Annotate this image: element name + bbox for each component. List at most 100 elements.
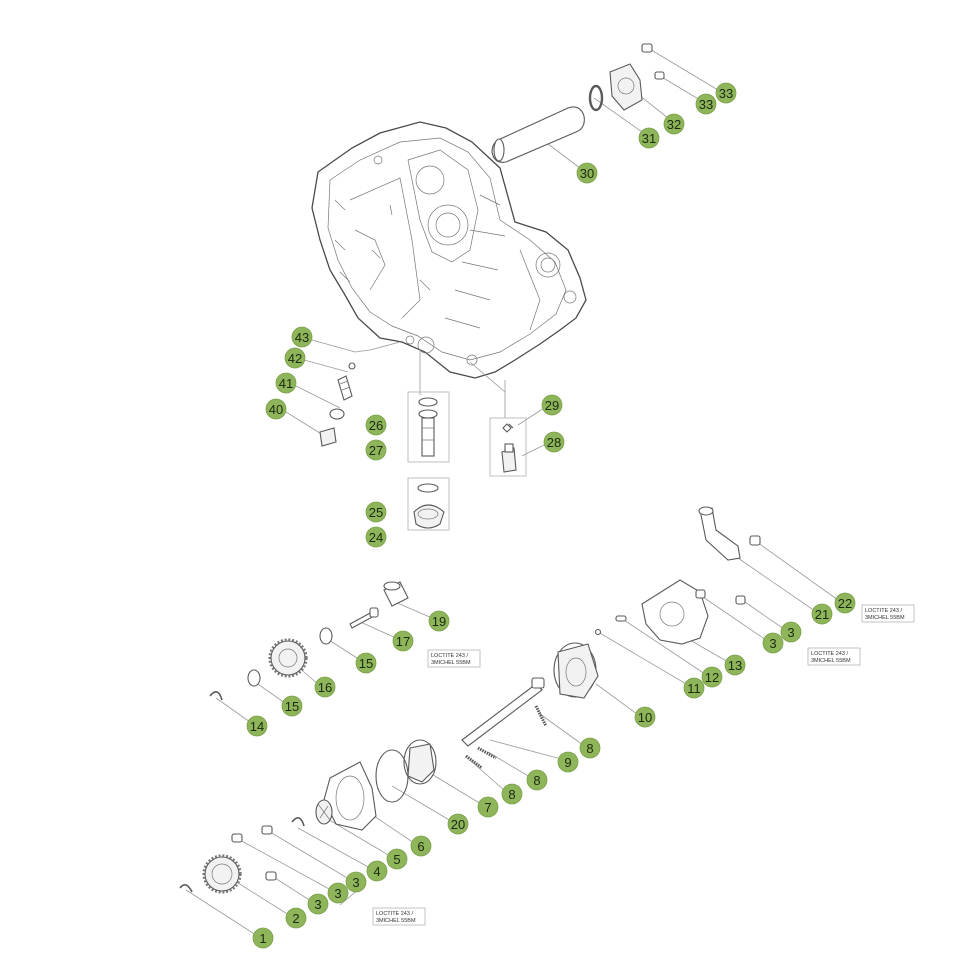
callout-circle <box>447 813 469 835</box>
callout-label: 30 <box>580 166 594 181</box>
callout-circle <box>579 737 601 759</box>
callout-c6: 6 <box>410 835 432 857</box>
note-n3b: LOCTITE 243 /3MICHEL 55BM <box>372 907 426 926</box>
callout-label: 5 <box>393 852 400 867</box>
callout-label: 8 <box>586 741 593 756</box>
callout-circle <box>365 501 387 523</box>
callout-label: 3 <box>314 897 321 912</box>
part-16-gear <box>268 638 308 678</box>
callout-c11: 11 <box>683 677 705 699</box>
callout-circle <box>392 630 414 652</box>
callout-circle <box>541 394 563 416</box>
callout-c22: 22 <box>834 592 856 614</box>
callout-c15a: 15 <box>355 652 377 674</box>
callout-circle <box>683 677 705 699</box>
part-11-12-pins <box>594 615 627 636</box>
callout-circle <box>284 347 306 369</box>
callout-circle <box>246 715 268 737</box>
callout-c32: 32 <box>663 113 685 135</box>
part-15-washer-b <box>247 669 261 687</box>
callout-c1: 1 <box>252 927 274 949</box>
callout-label: 19 <box>432 614 446 629</box>
callout-c3b: 3 <box>762 632 784 654</box>
callout-circle <box>275 372 297 394</box>
callout-c25: 25 <box>365 501 387 523</box>
note-box <box>807 647 861 666</box>
part-13-pump-cover <box>641 579 746 645</box>
callout-label: 27 <box>369 443 383 458</box>
callout-circle <box>365 414 387 436</box>
note-line-1: LOCTITE 243 / <box>811 651 848 657</box>
callout-circle <box>355 652 377 674</box>
callout-label: 26 <box>369 418 383 433</box>
callout-circle <box>634 706 656 728</box>
callout-c14: 14 <box>246 715 268 737</box>
callout-circle <box>834 592 856 614</box>
note-box <box>372 907 426 926</box>
note-line-1: LOCTITE 243 / <box>865 608 902 614</box>
callout-label: 11 <box>687 681 701 696</box>
callout-circle <box>780 621 802 643</box>
callout-label: 21 <box>815 607 829 622</box>
part-8-springs <box>465 705 548 770</box>
callout-circle <box>811 603 833 625</box>
callout-circle <box>543 431 565 453</box>
callout-c4: 4 <box>366 860 388 882</box>
callout-c30: 30 <box>576 162 598 184</box>
part-6-pump-housing <box>323 761 377 831</box>
part-21-elbow-pipe <box>698 506 741 561</box>
part-15-washer-a <box>319 627 333 645</box>
callout-label: 8 <box>508 787 515 802</box>
callout-circle <box>281 695 303 717</box>
callout-label: 14 <box>250 719 264 734</box>
callout-c12: 12 <box>701 666 723 688</box>
callout-circle <box>366 860 388 882</box>
callout-label: 25 <box>369 505 383 520</box>
callout-label: 41 <box>279 376 293 391</box>
callout-c24: 24 <box>365 526 387 548</box>
callout-circle <box>724 654 746 676</box>
note-line-2: 3MICHEL 55BM <box>811 658 851 664</box>
callout-c5: 5 <box>386 848 408 870</box>
callout-c16: 16 <box>314 676 336 698</box>
callout-label: 20 <box>451 817 465 832</box>
callout-label: 29 <box>545 398 559 413</box>
callout-circle <box>762 632 784 654</box>
note-line-2: 3MICHEL 55BM <box>376 918 416 924</box>
callout-label: 15 <box>359 656 373 671</box>
callout-circle <box>386 848 408 870</box>
callout-label: 4 <box>373 864 380 879</box>
callout-c29: 29 <box>541 394 563 416</box>
callout-label: 22 <box>838 596 852 611</box>
callout-label: 40 <box>269 402 283 417</box>
part-40-43-stack <box>319 362 356 447</box>
callout-c7: 7 <box>477 796 499 818</box>
callout-circle <box>345 871 367 893</box>
callout-circle <box>252 927 274 949</box>
callout-circle <box>365 439 387 461</box>
callout-label: 1 <box>259 931 266 946</box>
callout-c8c: 8 <box>501 783 523 805</box>
callout-label: 2 <box>292 911 299 926</box>
callout-circle <box>501 783 523 805</box>
callout-label: 33 <box>699 97 713 112</box>
note-box <box>861 604 915 623</box>
callout-label: 12 <box>705 670 719 685</box>
part-31-ring <box>588 84 604 112</box>
part-17-bolt <box>349 607 379 629</box>
callout-label: 16 <box>318 680 332 695</box>
callout-label: 15 <box>285 699 299 714</box>
part-14-circlip <box>209 691 223 701</box>
callout-label: 10 <box>638 710 652 725</box>
callout-circle <box>327 882 349 904</box>
callout-c15b: 15 <box>281 695 303 717</box>
callout-c20: 20 <box>447 813 469 835</box>
part-30-shaft <box>491 106 585 163</box>
part-20-o-ring <box>375 749 409 803</box>
callout-c3e: 3 <box>307 893 329 915</box>
callout-label: 9 <box>564 755 571 770</box>
callout-label: 6 <box>417 839 424 854</box>
callout-c8b: 8 <box>526 769 548 791</box>
callout-c43: 43 <box>291 326 313 348</box>
callout-circle <box>291 326 313 348</box>
